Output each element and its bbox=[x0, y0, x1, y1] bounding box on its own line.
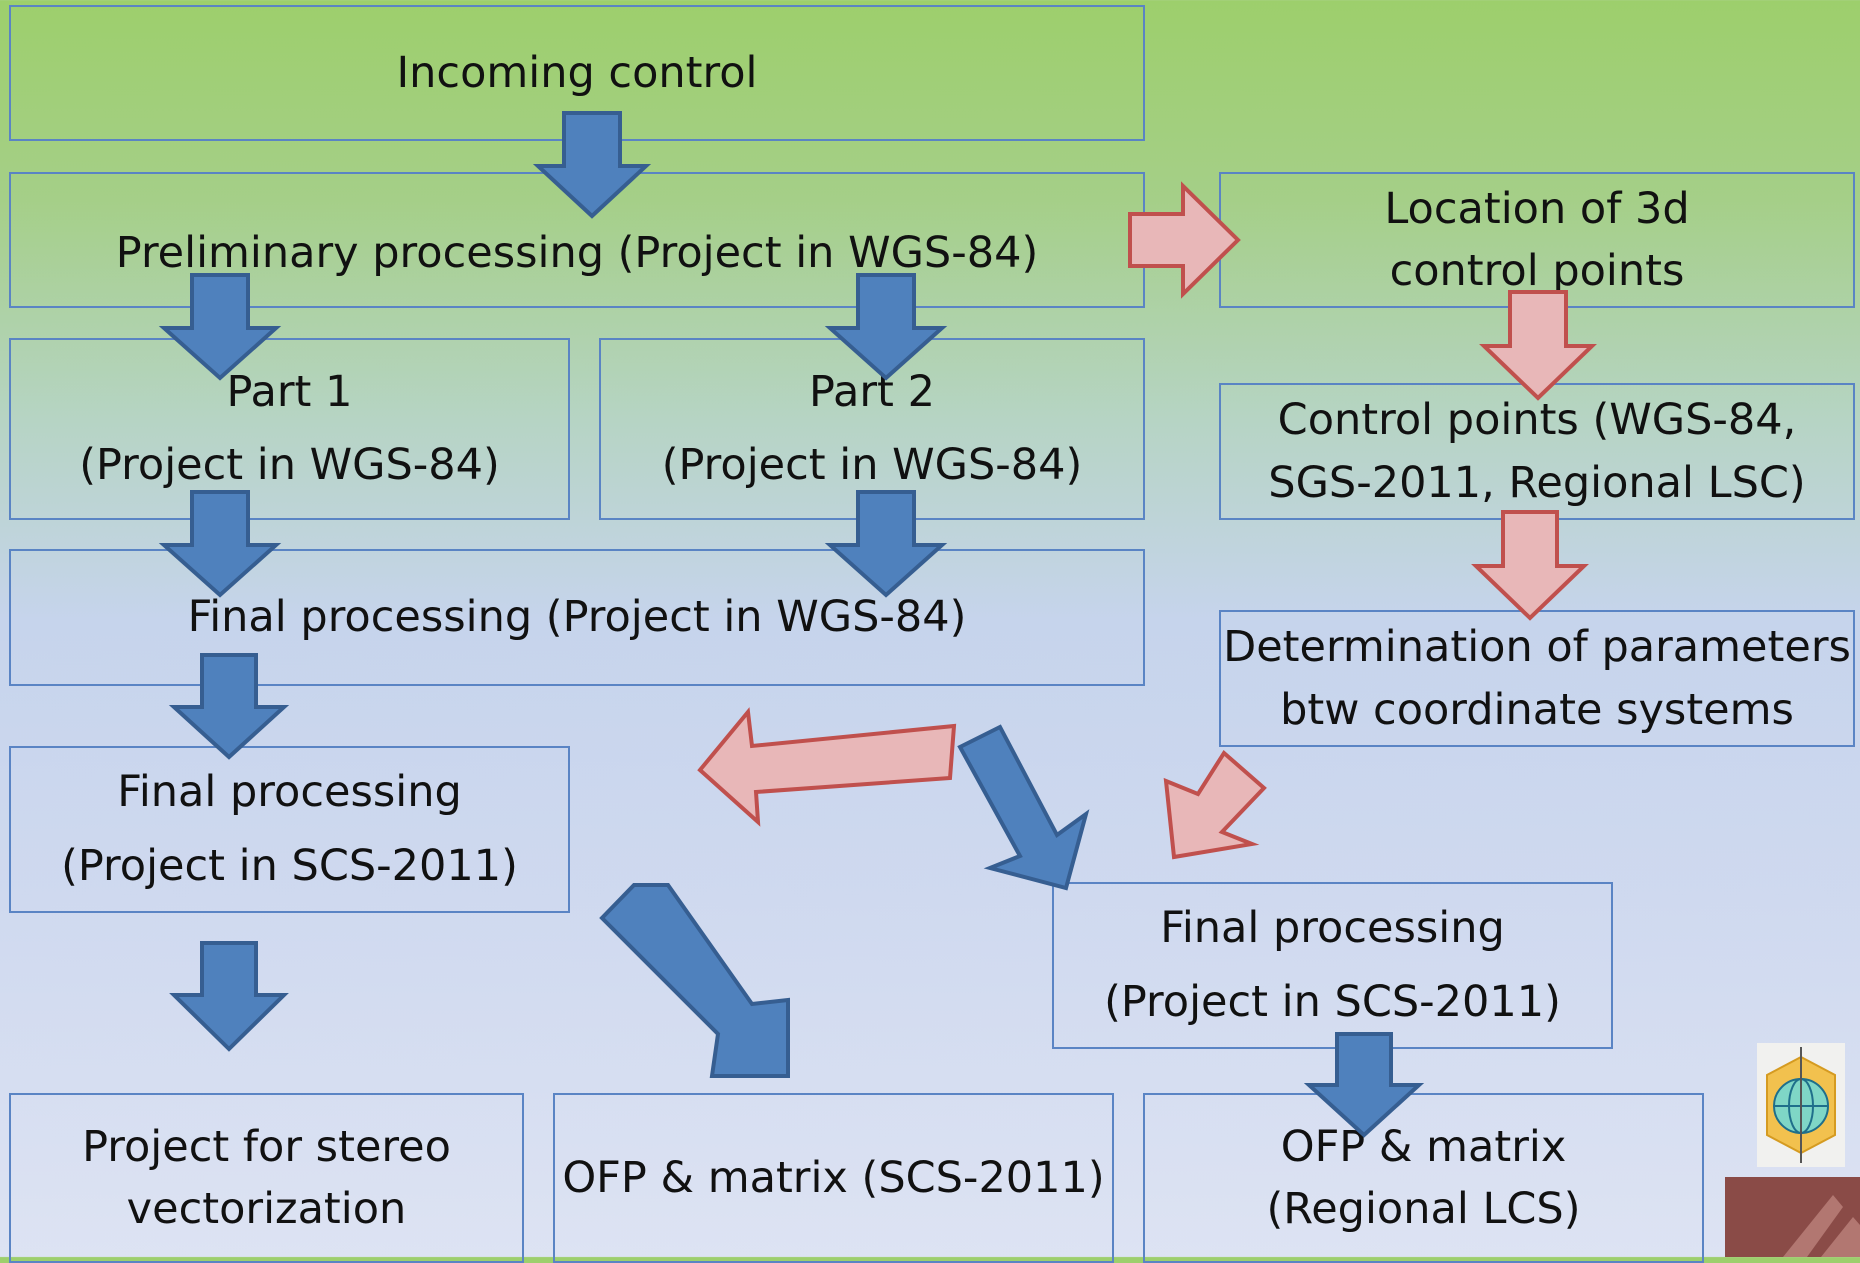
stereo-line2: vectorization bbox=[126, 1184, 407, 1234]
final-scs-left-line1: Final processing bbox=[117, 767, 462, 818]
part2-box: Part 2 (Project in WGS-84) bbox=[599, 338, 1145, 520]
determination-line1: Determination of parameters bbox=[1223, 622, 1851, 673]
final-processing-wgs-box: Final processing (Project in WGS-84) bbox=[9, 549, 1145, 686]
ofp-regional-line1: OFP & matrix bbox=[1280, 1121, 1567, 1172]
control-points-box: Control points (WGS-84, SGS-2011, Region… bbox=[1219, 383, 1855, 520]
incoming-control-label: Incoming control bbox=[396, 47, 758, 98]
stereo-line1: Project for stereo bbox=[82, 1121, 451, 1172]
determination-box: Determination of parameters btw coordina… bbox=[1219, 610, 1855, 747]
organization-logo bbox=[1757, 1043, 1845, 1167]
control-points-line2: SGS-2011, Regional LSC) bbox=[1268, 457, 1806, 508]
arrow-determination-to-final-scs-right bbox=[1163, 749, 1267, 860]
part1-box: Part 1 (Project in WGS-84) bbox=[9, 338, 570, 520]
part2-line1: Part 2 bbox=[809, 366, 935, 417]
ofp-matrix-regional-box: OFP & matrix (Regional LCS) bbox=[1143, 1093, 1704, 1263]
part2-line2: (Project in WGS-84) bbox=[661, 440, 1083, 490]
determination-line2: btw coordinate systems bbox=[1280, 684, 1794, 735]
stereo-vectorization-box: Project for stereo vectorization bbox=[9, 1093, 524, 1263]
ofp-matrix-scs-box: OFP & matrix (SCS-2011) bbox=[553, 1093, 1114, 1263]
final-scs-left-line2: (Project in SCS-2011) bbox=[61, 840, 518, 891]
preliminary-processing-box: Preliminary processing (Project in WGS-8… bbox=[9, 172, 1145, 308]
corner-decoration bbox=[1725, 1177, 1860, 1257]
preliminary-processing-label: Preliminary processing (Project in WGS-8… bbox=[115, 227, 1039, 278]
final-processing-wgs-label: Final processing (Project in WGS-84) bbox=[187, 592, 967, 643]
arrow-diagonal-to-ofp-scs bbox=[599, 883, 790, 1078]
ofp-scs-label: OFP & matrix (SCS-2011) bbox=[562, 1152, 1105, 1203]
location-line1: Location of 3d bbox=[1384, 183, 1690, 234]
part1-line1: Part 1 bbox=[226, 366, 353, 417]
final-processing-scs-right-box: Final processing (Project in SCS-2011) bbox=[1052, 882, 1613, 1049]
final-scs-right-line2: (Project in SCS-2011) bbox=[1104, 976, 1561, 1027]
final-scs-right-line1: Final processing bbox=[1160, 903, 1505, 954]
ofp-regional-line2: (Regional LCS) bbox=[1266, 1184, 1581, 1234]
arrow-diagonal-to-final-scs-right bbox=[957, 724, 1090, 891]
arrow-final-scs-left-to-stereo bbox=[169, 941, 289, 1052]
location-line2: control points bbox=[1389, 246, 1685, 296]
location-control-points-box: Location of 3d control points bbox=[1219, 172, 1855, 308]
arrow-to-final-scs-left bbox=[697, 707, 957, 827]
arrow-control-points-to-determination bbox=[1471, 510, 1589, 621]
incoming-control-box: Incoming control bbox=[9, 5, 1145, 141]
control-points-line1: Control points (WGS-84, bbox=[1277, 395, 1797, 446]
part1-line2: (Project in WGS-84) bbox=[79, 440, 500, 490]
final-processing-scs-left-box: Final processing (Project in SCS-2011) bbox=[9, 746, 570, 913]
